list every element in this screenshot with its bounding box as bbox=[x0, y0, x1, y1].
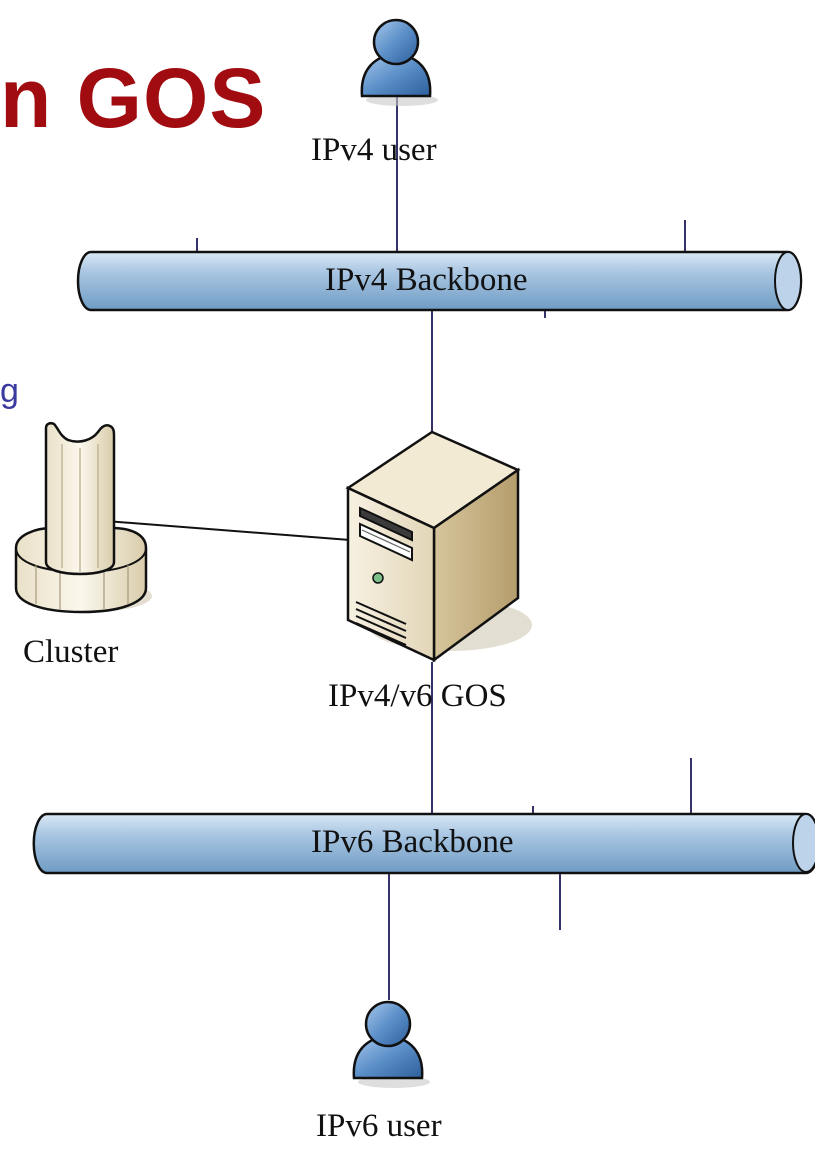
gos-server-label: IPv4/v6 GOS bbox=[328, 678, 507, 714]
ipv4-user-label: IPv4 user bbox=[311, 132, 437, 168]
ipv4-user-icon bbox=[360, 18, 438, 106]
ipv6-user-icon bbox=[352, 1000, 430, 1088]
connector-lines bbox=[196, 92, 692, 1000]
ipv6-backbone-pipe bbox=[32, 812, 815, 875]
link-cluster-gos bbox=[79, 518, 351, 541]
slide-title-fragment: n GOS bbox=[0, 51, 267, 145]
ipv6-backbone-label: IPv6 Backbone bbox=[311, 824, 514, 860]
cluster-icon bbox=[14, 421, 152, 614]
slide-subtitle-fragment: g bbox=[0, 372, 19, 410]
ipv6-user-label: IPv6 user bbox=[316, 1108, 442, 1144]
cluster-label: Cluster bbox=[23, 634, 119, 670]
ipv4-backbone-label: IPv4 Backbone bbox=[325, 262, 528, 298]
gos-server-icon bbox=[345, 430, 532, 663]
ipv4-backbone-pipe bbox=[76, 250, 803, 312]
